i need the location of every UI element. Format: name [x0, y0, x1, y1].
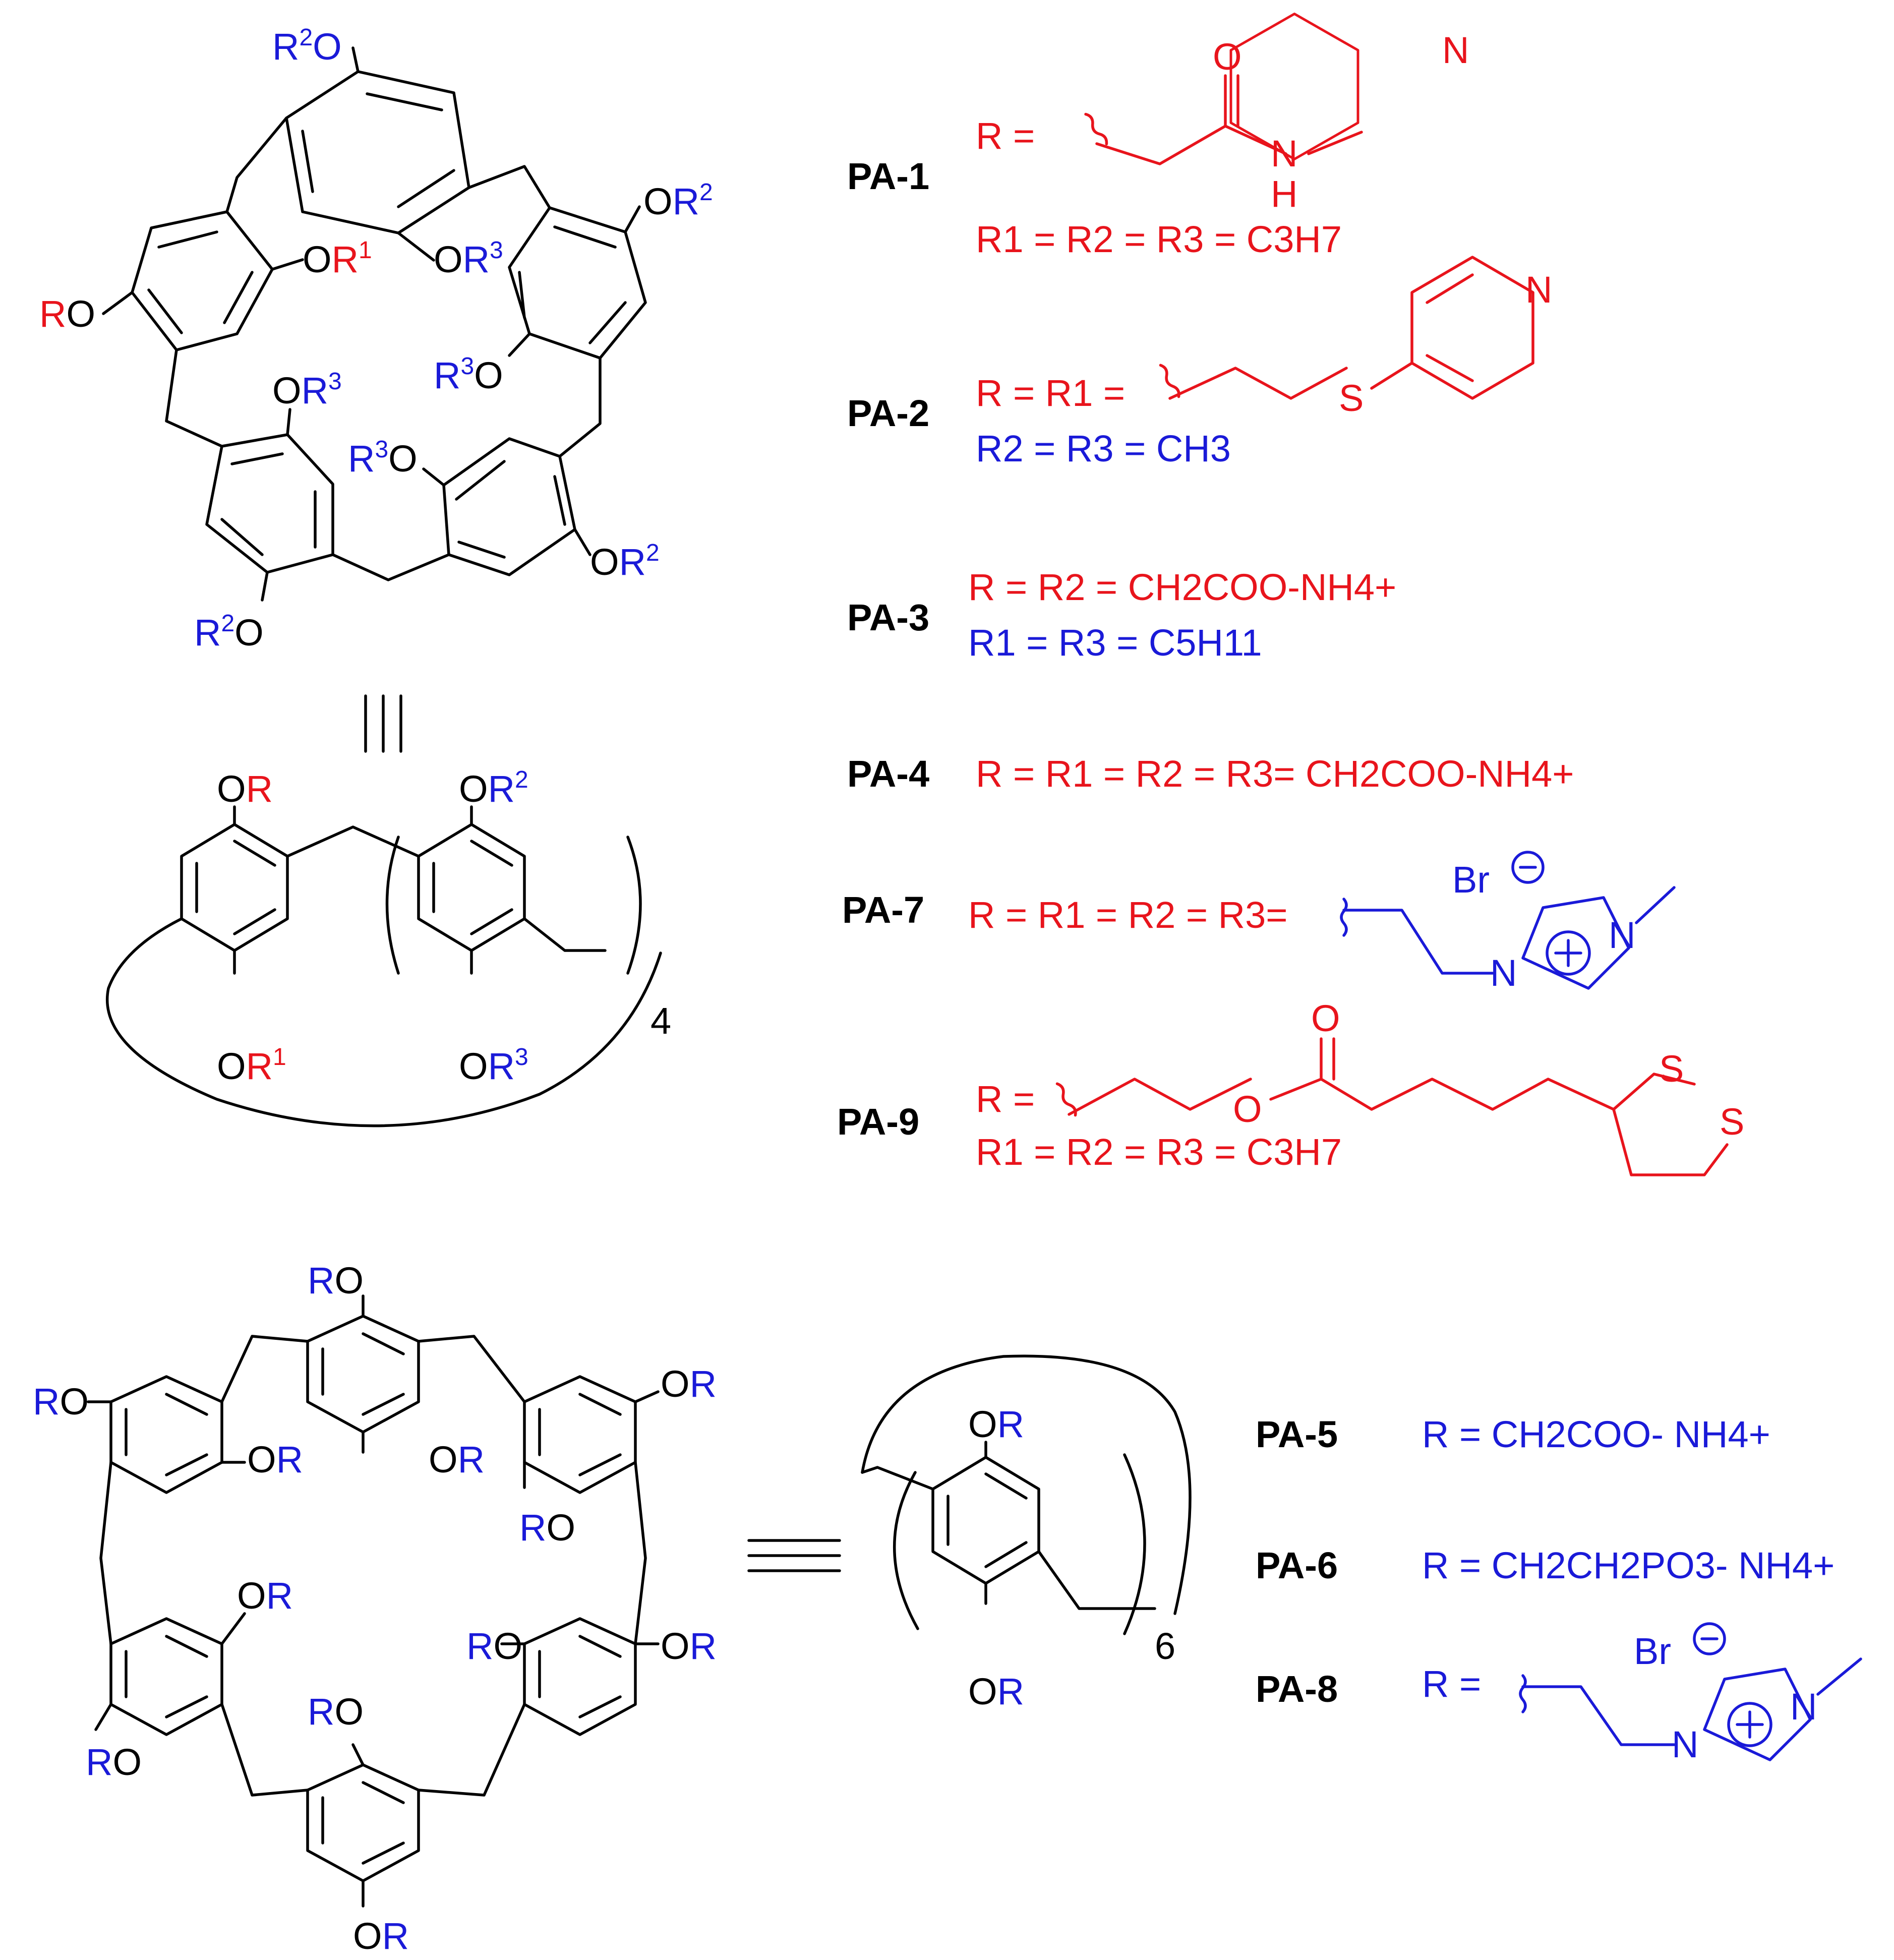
svg-text:OR: OR: [661, 1625, 717, 1667]
svg-text:OR3: OR3: [272, 368, 342, 411]
svg-text:O: O: [1213, 36, 1242, 78]
svg-text:RO: RO: [39, 293, 95, 335]
svg-text:H: H: [1271, 173, 1297, 215]
svg-text:OR2: OR2: [459, 766, 528, 810]
svg-text:N: N: [1672, 1724, 1698, 1765]
compound-label-PA-7: PA-7: [842, 889, 924, 931]
svg-text:Br: Br: [1634, 1630, 1671, 1672]
svg-text:R = R1 =: R = R1 =: [976, 372, 1125, 414]
svg-text:RO: RO: [466, 1625, 522, 1667]
compound-PA-4: PA-4 R = R1 = R2 = R3= CH2COO-NH4+: [847, 753, 1574, 795]
compound-label-PA-4: PA-4: [847, 753, 929, 795]
pillar5-repeat-unit: [105, 805, 662, 1127]
subscript-6: 6: [1155, 1625, 1175, 1667]
svg-text:OR: OR: [247, 1439, 303, 1480]
compound-PA-8: PA-8 R = N N Br: [1256, 1622, 1862, 1765]
pillar6-repeat-labels: OR OR 6: [968, 1403, 1175, 1712]
svg-text:OR3: OR3: [434, 237, 503, 280]
svg-text:R = CH2CH2PO3- NH4+: R = CH2CH2PO3- NH4+: [1422, 1545, 1834, 1586]
compound-PA-9: PA-9 R = O O S S R1 = R2 = R3 = C3H7: [837, 997, 1744, 1176]
compound-label-PA-2: PA-2: [847, 392, 929, 434]
svg-text:OR2: OR2: [643, 179, 713, 222]
svg-text:S: S: [1339, 377, 1364, 419]
svg-text:OR: OR: [217, 768, 273, 810]
compound-label-PA-1: PA-1: [847, 155, 929, 197]
equivalence-symbol-top: [364, 694, 402, 753]
pillar5arene-skeleton: [102, 46, 647, 602]
svg-text:OR1: OR1: [303, 237, 372, 280]
svg-text:R2O: R2O: [272, 24, 342, 68]
compound-label-PA-8: PA-8: [1256, 1668, 1338, 1710]
svg-text:R =: R =: [1422, 1663, 1481, 1705]
svg-text:R2 = R3 = CH3: R2 = R3 = CH3: [976, 428, 1231, 469]
compound-PA-2: PA-2 R = R1 = S N R2 = R3 = CH3: [847, 256, 1552, 469]
svg-text:R =: R =: [976, 115, 1035, 157]
svg-text:RO: RO: [308, 1691, 364, 1733]
svg-text:S: S: [1720, 1101, 1744, 1143]
compound-label-PA-5: PA-5: [1256, 1413, 1338, 1455]
svg-text:N: N: [1790, 1686, 1817, 1728]
svg-text:N: N: [1525, 269, 1552, 311]
svg-text:OR: OR: [429, 1439, 485, 1480]
subscript-4: 4: [650, 1000, 671, 1042]
compound-PA-6: PA-6 R = CH2CH2PO3- NH4+: [1256, 1545, 1834, 1586]
svg-text:R = CH2COO- NH4+: R = CH2COO- NH4+: [1422, 1413, 1770, 1455]
svg-text:O: O: [1311, 997, 1340, 1039]
compound-label-PA-6: PA-6: [1256, 1545, 1338, 1586]
svg-text:R3O: R3O: [348, 436, 418, 480]
compound-label-PA-9: PA-9: [837, 1101, 919, 1143]
svg-text:R1 = R2 = R3 = C3H7: R1 = R2 = R3 = C3H7: [976, 1131, 1342, 1173]
svg-text:RO: RO: [86, 1741, 142, 1783]
svg-text:O: O: [1233, 1088, 1262, 1130]
svg-text:OR1: OR1: [217, 1044, 286, 1087]
compound-label-PA-3: PA-3: [847, 597, 929, 638]
svg-text:R = R2 = CH2COO-NH4+: R = R2 = CH2COO-NH4+: [968, 566, 1396, 608]
svg-text:OR2: OR2: [590, 540, 660, 583]
svg-text:OR: OR: [661, 1363, 717, 1405]
svg-text:OR3: OR3: [459, 1044, 528, 1087]
pillar6arene-skeleton: [87, 1294, 660, 1908]
pillar5-repeat-labels: OR OR2 OR1 OR3 4: [217, 766, 671, 1087]
svg-text:R3O: R3O: [434, 353, 503, 396]
svg-text:N: N: [1609, 914, 1635, 956]
compound-PA-3: PA-3 R = R2 = CH2COO-NH4+ R1 = R3 = C5H1…: [847, 566, 1396, 664]
pillar6-repeat-unit: [861, 1354, 1192, 1635]
svg-text:RO: RO: [308, 1260, 364, 1301]
svg-text:R2O: R2O: [194, 610, 264, 654]
label-R2: R: [272, 26, 299, 68]
svg-text:N: N: [1442, 29, 1469, 71]
compound-PA-7: PA-7 R = R1 = R2 = R3= N N Br: [842, 851, 1676, 994]
pillar5arene-labels: R2O OR2 OR1 OR3 RO R3O OR3 R3O OR2 R2O: [39, 24, 713, 654]
svg-text:OR: OR: [237, 1575, 293, 1617]
svg-text:R = R1 = R2 = R3= CH2COO-NH4+: R = R1 = R2 = R3= CH2COO-NH4+: [976, 753, 1574, 795]
svg-text:Br: Br: [1452, 859, 1490, 901]
svg-text:S: S: [1659, 1048, 1684, 1090]
compound-PA-1: PA-1 R = O N H N R1 = R2 = R3 = C3H7: [847, 13, 1469, 260]
svg-text:R1 = R3 = C5H11: R1 = R3 = C5H11: [968, 622, 1262, 664]
svg-text:R1 = R2 = R3 = C3H7: R1 = R2 = R3 = C3H7: [976, 218, 1342, 260]
svg-text:RO: RO: [33, 1381, 89, 1422]
compound-PA-5: PA-5 R = CH2COO- NH4+: [1256, 1413, 1770, 1455]
svg-text:RO: RO: [519, 1507, 575, 1549]
equivalence-symbol-bottom: [747, 1539, 841, 1572]
svg-text:OR: OR: [968, 1403, 1024, 1445]
svg-text:N: N: [1490, 952, 1517, 994]
svg-text:R =: R =: [976, 1078, 1035, 1120]
pillar6arene-labels: RO OR RO OR OR RO OR RO OR RO RO OR: [33, 1260, 717, 1957]
svg-text:OR: OR: [968, 1671, 1024, 1712]
svg-text:R = R1 = R2 = R3=: R = R1 = R2 = R3=: [968, 894, 1287, 936]
svg-text:OR: OR: [353, 1915, 409, 1957]
